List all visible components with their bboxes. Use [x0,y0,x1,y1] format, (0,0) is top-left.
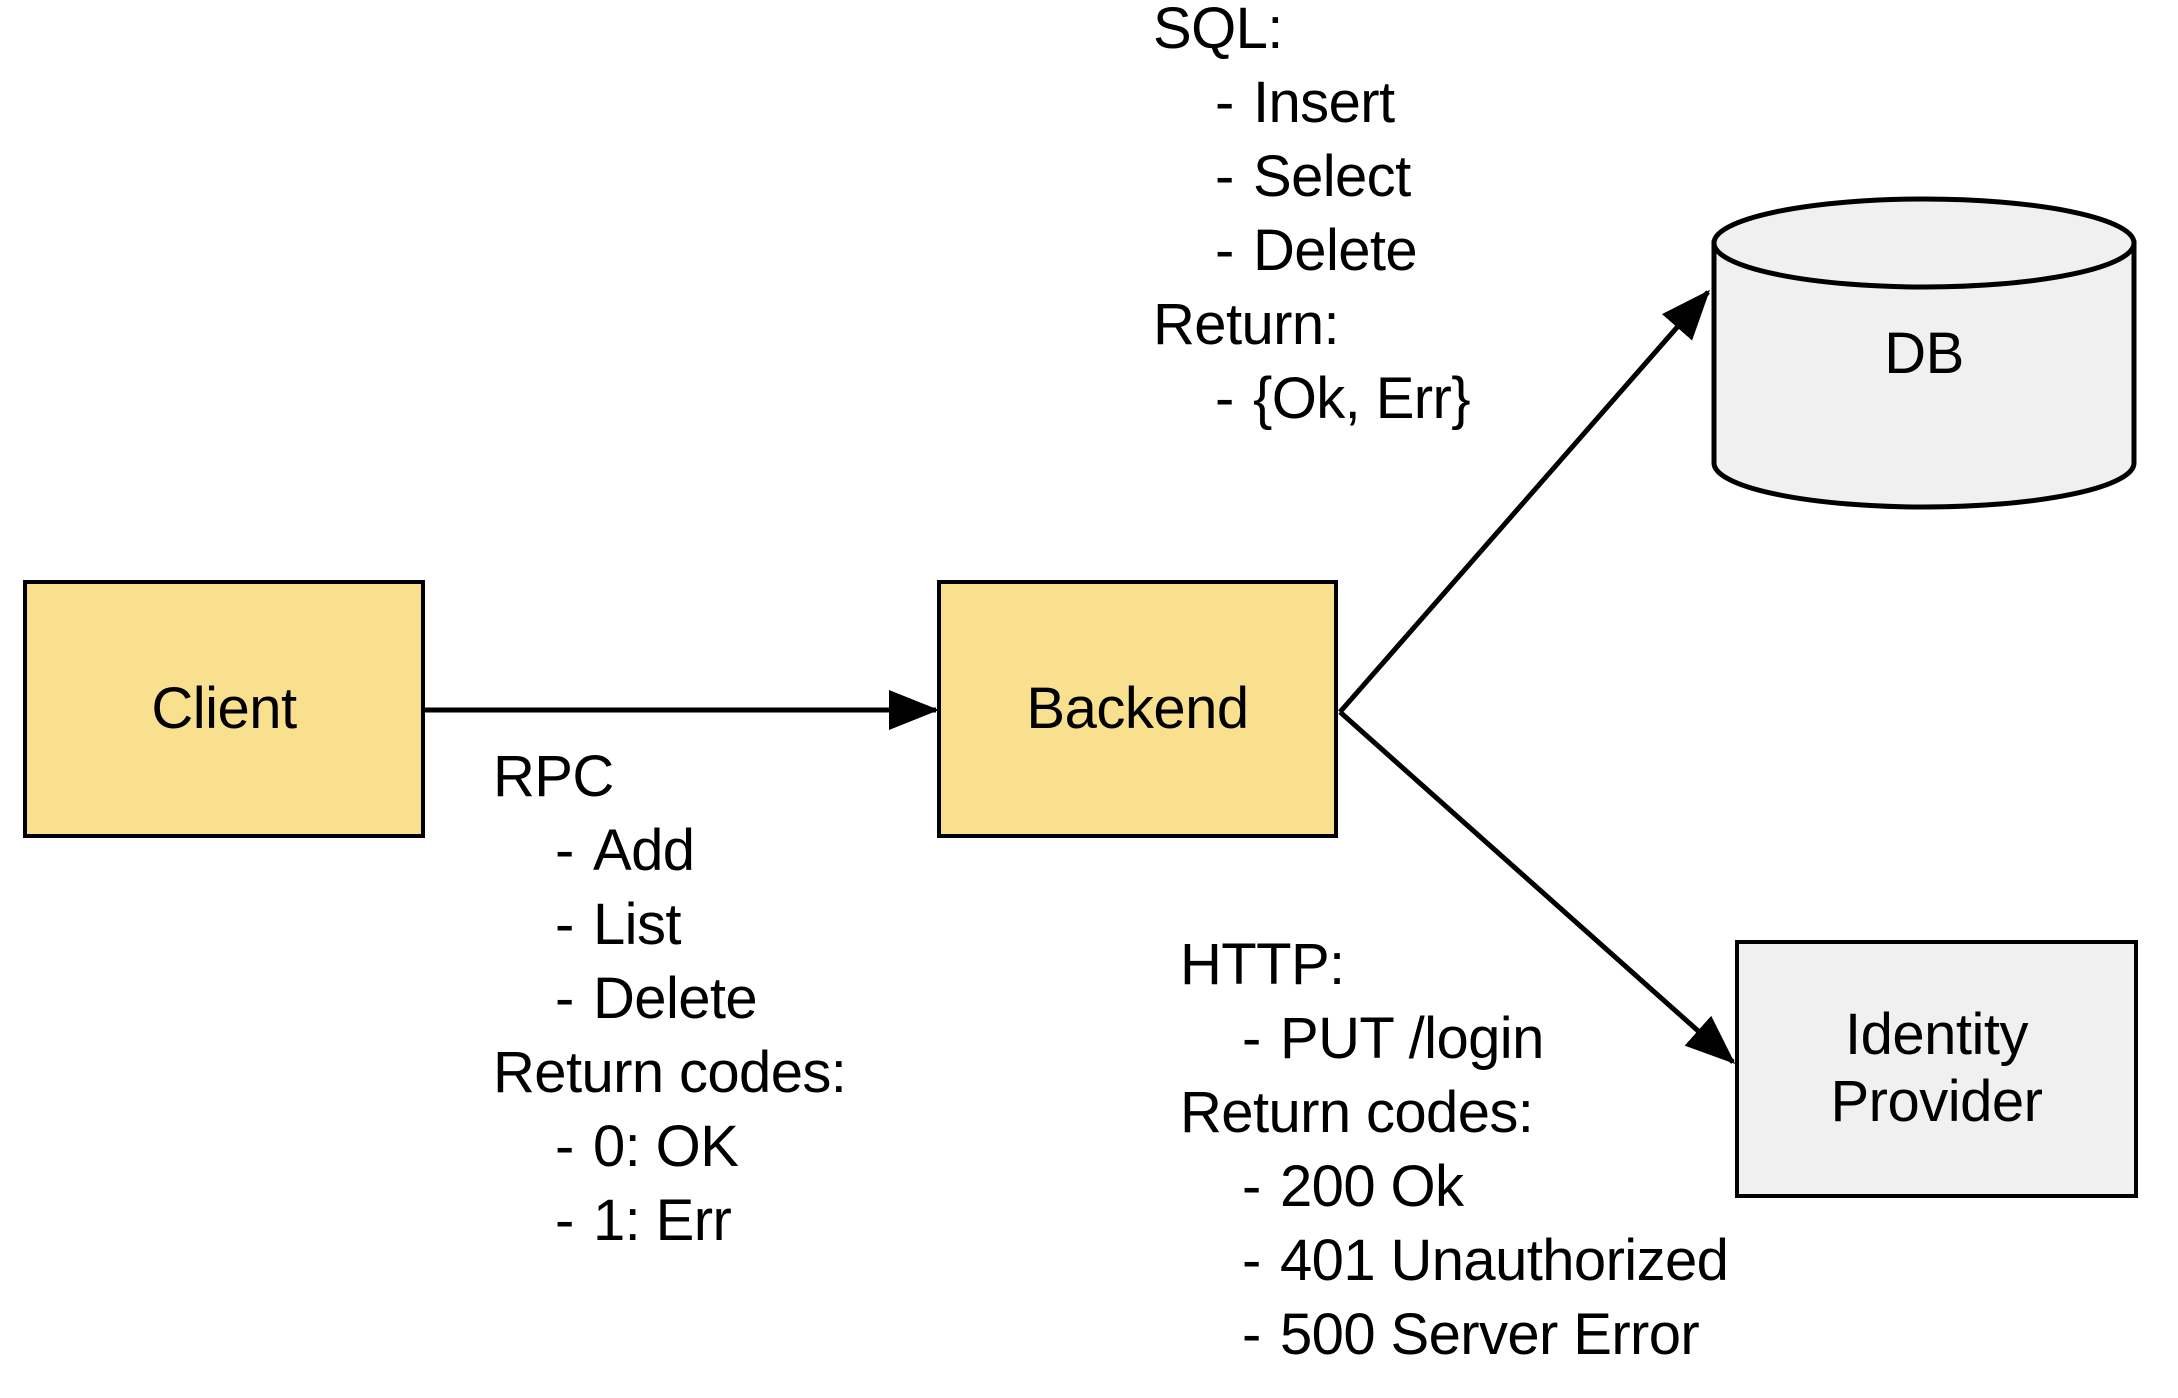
list-item: - Select [1153,140,1470,214]
annotation-rpc-items: - Add - List - Delete [493,814,846,1036]
list-item-label: Delete [1253,218,1418,283]
list-item-label: Add [593,818,695,883]
node-db-label-wrap: DB [1710,196,2138,510]
annotation-rpc-sub-items: - 0: OK - 1: Err [493,1110,846,1258]
list-item-label: 200 Ok [1280,1154,1464,1219]
list-item: - List [493,888,846,962]
node-db[interactable]: DB [1710,196,2138,510]
list-item: - PUT /login [1180,1002,1728,1076]
annotation-sql-sub-items: - {Ok, Err} [1153,362,1471,436]
annotation-sql-items: - Insert - Select - Delete [1153,66,1470,288]
list-item: - 0: OK [493,1110,846,1184]
bullet-dash: - [1215,366,1234,431]
annotation-sql-heading: SQL: [1153,0,1283,61]
node-identity-provider-label-wrap: Identity Provider [1831,1002,2043,1135]
annotation-rpc: RPC - Add - List - Delete Return codes: … [493,740,847,1258]
bullet-dash: - [1215,70,1234,135]
list-item-label: Select [1253,144,1411,209]
list-item-label: Delete [593,966,758,1031]
list-item-label: {Ok, Err} [1253,366,1471,431]
list-item-label: PUT /login [1280,1006,1544,1071]
node-identity-provider-label-line1: Identity [1844,1002,2028,1068]
list-item: - 401 Unauthorized [1180,1224,1729,1298]
node-client[interactable]: Client [23,580,425,838]
bullet-dash: - [555,818,574,883]
node-db-label: DB [1884,320,1964,386]
annotation-http-sub-items: - 200 Ok - 401 Unauthorized - 500 Server… [1180,1150,1729,1372]
db-cylinder-top [1711,196,2137,290]
list-item-label: 0: OK [593,1114,739,1179]
annotation-http-items: - PUT /login [1180,1002,1728,1076]
node-backend[interactable]: Backend [937,580,1338,838]
bullet-dash: - [555,1188,574,1253]
bullet-dash: - [555,1114,574,1179]
list-item-label: List [593,892,681,957]
list-item-label: 401 Unauthorized [1280,1228,1729,1293]
list-item-label: 500 Server Error [1280,1302,1700,1367]
list-item: - 500 Server Error [1180,1298,1728,1372]
list-item: - Insert [1153,66,1470,140]
list-item: - {Ok, Err} [1153,362,1471,436]
bullet-dash: - [1215,218,1234,283]
list-item-label: 1: Err [593,1188,732,1253]
list-item: - 200 Ok [1180,1150,1728,1224]
list-item: - Add [493,814,846,888]
node-identity-provider-label-line2: Provider [1830,1069,2043,1134]
bullet-dash: - [1242,1006,1261,1071]
annotation-http-heading: HTTP: [1180,932,1345,997]
node-client-label: Client [151,675,297,741]
bullet-dash: - [555,892,574,957]
annotation-sql: SQL: - Insert - Select - Delete Return: … [1153,0,1471,436]
list-item-label: Insert [1253,70,1395,135]
annotation-http-subheading: Return codes: [1180,1080,1534,1145]
bullet-dash: - [1242,1228,1261,1293]
bullet-dash: - [1242,1302,1261,1367]
node-identity-provider[interactable]: Identity Provider [1735,940,2138,1198]
list-item: - Delete [1153,214,1470,288]
node-backend-label: Backend [1026,675,1249,741]
annotation-rpc-heading: RPC [493,744,614,809]
list-item: - Delete [493,962,846,1036]
bullet-dash: - [1215,144,1234,209]
bullet-dash: - [1242,1154,1261,1219]
annotation-sql-subheading: Return: [1153,292,1340,357]
annotation-rpc-subheading: Return codes: [493,1040,847,1105]
list-item: - 1: Err [493,1184,846,1258]
annotation-http: HTTP: - PUT /login Return codes: - 200 O… [1180,928,1729,1372]
bullet-dash: - [555,966,574,1031]
db-cylinder-body [1711,240,2137,510]
